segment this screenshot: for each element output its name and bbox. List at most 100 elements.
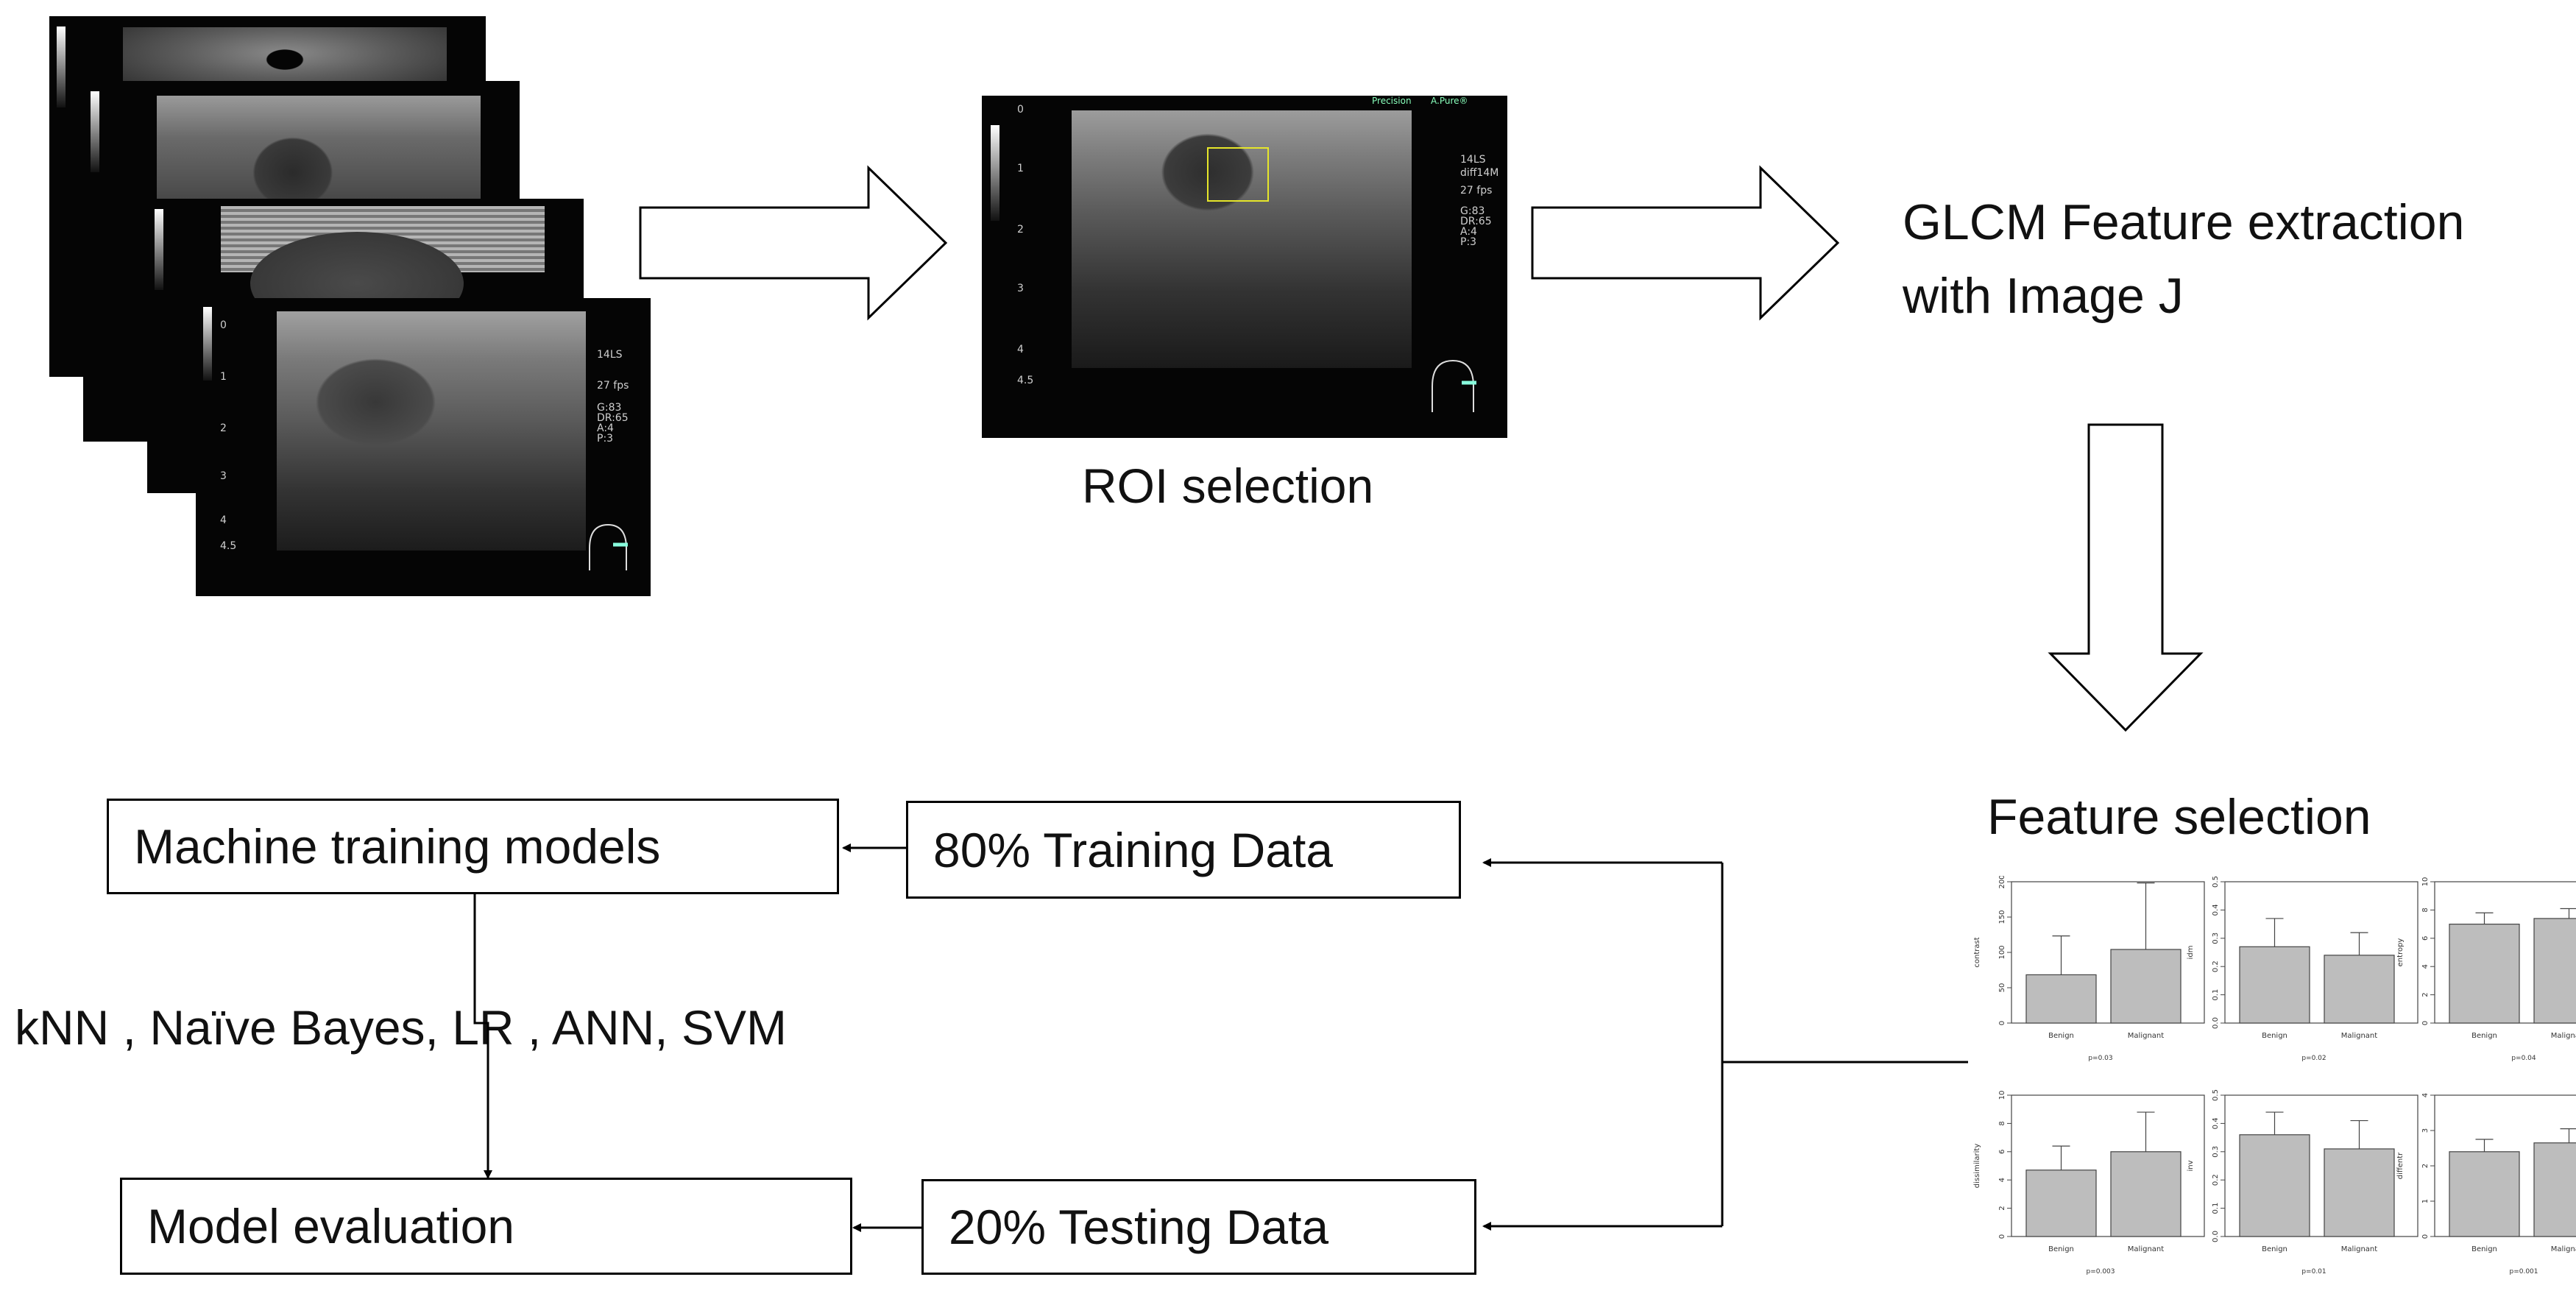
bar: [2324, 1148, 2395, 1237]
bar: [2239, 946, 2310, 1024]
roi-box: [1207, 147, 1269, 202]
y-tick-label: 0.3: [2212, 1146, 2220, 1158]
category-label: Malignant: [2128, 1245, 2164, 1253]
y-tick-label: 200: [1998, 876, 2006, 889]
y-tick-label: 6: [2421, 936, 2430, 941]
y-tick-label: 150: [1998, 910, 2006, 924]
bar: [2110, 1151, 2182, 1237]
bar: [2110, 949, 2182, 1024]
category-label: Benign: [2048, 1245, 2074, 1253]
depth-label: 1: [220, 371, 227, 383]
category-label: Benign: [2471, 1245, 2497, 1253]
depth-label: 1: [1017, 163, 1024, 174]
y-axis-label: entropy: [2396, 938, 2405, 967]
settings-label: G:83 DR:65 A:4 P:3: [597, 402, 629, 445]
roi-ultrasound-image: 0 1 2 3 4 4.5 Precision A.Pure® 14LS dif…: [982, 96, 1507, 438]
y-tick-label: 50: [1998, 983, 2006, 993]
y-tick-label: 10: [2421, 877, 2430, 887]
depth-label: 4: [220, 514, 227, 526]
y-tick-label: 0.0: [2212, 1017, 2220, 1029]
y-axis-label: contrast: [1973, 937, 1981, 967]
y-tick-label: 0.4: [2212, 1117, 2220, 1129]
p-value-label: p=0.003: [2086, 1268, 2115, 1276]
plot-frame: [2224, 1094, 2418, 1237]
training-data-label: 80% Training Data: [933, 822, 1333, 877]
fps-label: 27 fps: [1460, 185, 1493, 197]
ultrasound-image-4: 0 1 2 3 4 4.5 14LS 27 fps G:83 DR:65 A:4…: [196, 298, 651, 596]
y-axis-label: inv: [2187, 1160, 2195, 1171]
category-label: Benign: [2262, 1245, 2287, 1253]
machine-training-models-label: Machine training models: [134, 819, 661, 874]
model-evaluation-label: Model evaluation: [147, 1199, 514, 1253]
y-tick-label: 3: [2421, 1128, 2430, 1133]
y-tick-label: 0.1: [2212, 1203, 2220, 1214]
algorithms-label: kNN , Naïve Bayes, LR , ANN, SVM: [15, 1000, 787, 1055]
depth-label: 4.5: [220, 540, 237, 552]
y-axis-label: dissimilarity: [1973, 1144, 1981, 1189]
y-tick-label: 4: [1998, 1178, 2006, 1182]
roi-selection-label: ROI selection: [1082, 459, 1374, 513]
y-tick-label: 10: [1998, 1091, 2006, 1100]
y-tick-label: 0: [1998, 1234, 2006, 1239]
y-tick-label: 4: [2421, 964, 2430, 969]
category-label: Benign: [2471, 1032, 2497, 1040]
flow-arrow-right-2: [1531, 165, 1840, 321]
category-label: Malignant: [2128, 1032, 2164, 1040]
bar: [2533, 918, 2576, 1024]
category-label: Malignant: [2341, 1245, 2377, 1253]
probe-label: 14LS: [1460, 154, 1486, 166]
y-tick-label: 2: [2421, 1164, 2430, 1168]
depth-label: 3: [1017, 283, 1024, 294]
chart-entropy: 0246810entropyBenignMalignantp=0.04: [2396, 877, 2576, 1062]
bar: [2324, 955, 2395, 1024]
y-tick-label: 0.5: [2212, 876, 2220, 888]
y-tick-label: 0: [2421, 1234, 2430, 1239]
depth-label: 4.5: [1017, 375, 1034, 386]
y-tick-label: 2: [1998, 1206, 2006, 1210]
flow-arrow-right-1: [639, 165, 948, 321]
depth-label: 3: [220, 470, 227, 482]
y-tick-label: 0.5: [2212, 1089, 2220, 1101]
category-label: Malignant: [2341, 1032, 2377, 1040]
p-value-label: p=0.04: [2511, 1055, 2536, 1062]
y-tick-label: 0.0: [2212, 1231, 2220, 1242]
head-probe-icon: [1432, 359, 1476, 412]
y-axis-label: idm: [2187, 946, 2195, 960]
p-value-label: p=0.01: [2301, 1268, 2326, 1276]
y-tick-label: 0: [1998, 1021, 2006, 1025]
p-value-label: p=0.001: [2509, 1268, 2538, 1276]
feature-selection-label: Feature selection: [1987, 789, 2371, 845]
bar: [2533, 1142, 2576, 1237]
plot-frame: [2224, 881, 2418, 1024]
y-tick-label: 0.4: [2212, 904, 2220, 916]
fps-label: 27 fps: [597, 380, 629, 392]
y-tick-label: 0: [2421, 1021, 2430, 1025]
p-value-label: p=0.03: [2088, 1055, 2112, 1062]
category-label: Malignant: [2551, 1245, 2576, 1253]
y-tick-label: 4: [2421, 1093, 2430, 1097]
brand-right: A.Pure®: [1431, 96, 1468, 106]
bar: [2239, 1134, 2310, 1237]
y-tick-label: 2: [2421, 992, 2430, 997]
depth-label: 2: [1017, 224, 1024, 236]
plot-frame: [2011, 1094, 2205, 1237]
glcm-label-line1: GLCM Feature extraction: [1903, 194, 2465, 250]
depth-label: 2: [220, 422, 227, 434]
plot-frame: [2434, 881, 2576, 1024]
y-tick-label: 0.1: [2212, 989, 2220, 1001]
testing-data-label: 20% Testing Data: [949, 1200, 1329, 1254]
y-tick-label: 0.2: [2212, 1174, 2220, 1186]
y-tick-label: 1: [2421, 1199, 2430, 1203]
y-tick-label: 8: [1998, 1121, 2006, 1125]
y-axis-label: diffentr: [2396, 1152, 2405, 1179]
brand-left: Precision: [1372, 96, 1412, 106]
bar: [2025, 974, 2097, 1024]
category-label: Benign: [2048, 1032, 2074, 1040]
y-tick-label: 100: [1998, 945, 2006, 959]
machine-training-models-box: Machine training models: [107, 799, 839, 894]
